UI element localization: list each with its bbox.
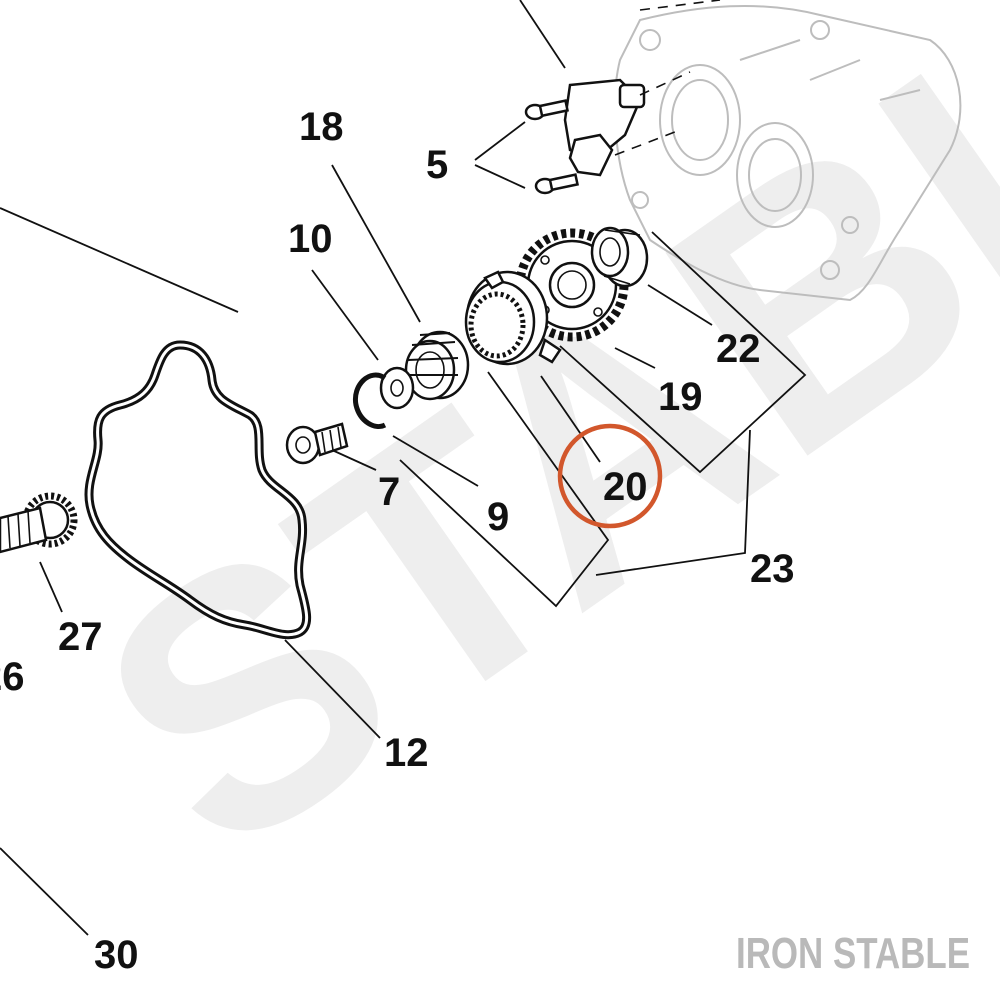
callout-27: 27 — [58, 615, 103, 659]
screw-5-upper — [524, 99, 569, 121]
callout-18: 18 — [299, 105, 344, 149]
callout-20: 20 — [603, 465, 648, 509]
sensor-part — [563, 0, 721, 177]
callout-9: 9 — [487, 495, 509, 539]
callout-19: 19 — [658, 375, 703, 419]
callout-7: 7 — [378, 470, 400, 514]
callout-22: 22 — [716, 327, 761, 371]
callout-30: 30 — [94, 933, 139, 977]
callout-26: 26 — [0, 655, 25, 699]
callout-23: 23 — [750, 547, 795, 591]
callout-12: 12 — [384, 731, 429, 775]
sprag-18 — [404, 330, 470, 401]
snap-ring-10 — [352, 372, 387, 429]
clutch-housing-20 — [464, 270, 562, 366]
bolt-7 — [285, 422, 349, 465]
leader-lines — [0, 0, 807, 936]
gasket-12 — [84, 340, 312, 640]
bearing-22 — [590, 226, 649, 288]
watermark-text: STABLE — [33, 0, 1000, 930]
callout-5: 5 — [426, 143, 448, 187]
shaft-26 — [0, 506, 48, 554]
engine-cover-housing — [613, 4, 962, 302]
brand-wordmark: IRON STABLE — [736, 929, 970, 978]
callout-10: 10 — [288, 217, 333, 261]
screw-5-lower — [534, 173, 579, 195]
callout-labels: 5 18 10 22 19 20 7 9 23 27 26 12 30 — [0, 105, 795, 977]
washer-9 — [379, 366, 415, 410]
highlight-circle — [557, 423, 663, 529]
